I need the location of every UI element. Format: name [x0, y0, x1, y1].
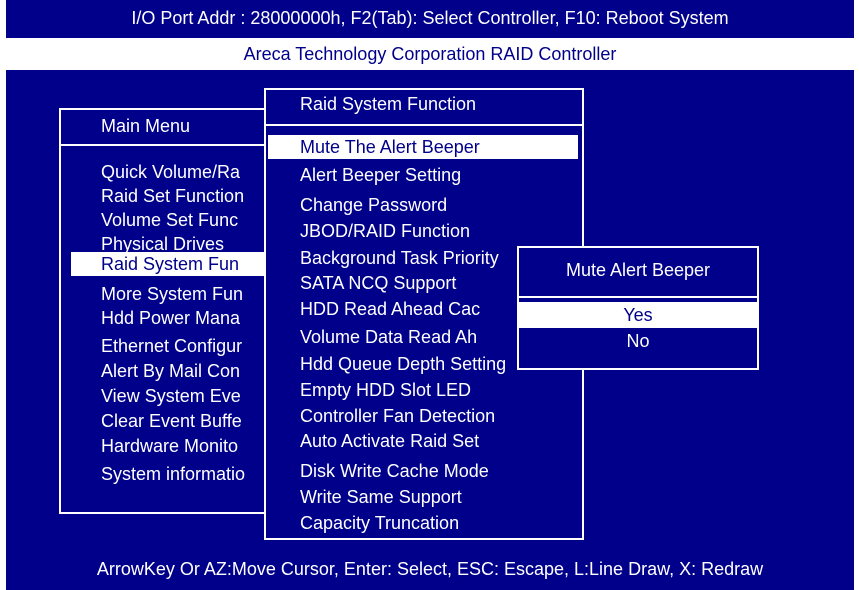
main-menu-item-view-events[interactable]: View System Eve — [101, 386, 241, 406]
main-menu-item-raid-set[interactable]: Raid Set Function — [101, 186, 245, 206]
raid-item-auto-activate-raid-set[interactable]: Auto Activate Raid Set — [300, 431, 480, 451]
main-menu-panel: Main Menu Quick Volume/Ra Raid Set Funct… — [59, 108, 277, 514]
main-menu-item-raid-system[interactable]: Raid System Fun — [71, 252, 275, 276]
raid-item-mute-alert-beeper[interactable]: Mute The Alert Beeper — [268, 135, 578, 159]
controller-title-bar: Areca Technology Corporation RAID Contro… — [6, 38, 854, 70]
raid-item-hdd-read-ahead-cache[interactable]: HDD Read Ahead Cac — [300, 299, 481, 319]
raid-item-write-same-support[interactable]: Write Same Support — [300, 487, 462, 507]
mute-alert-beeper-title: Mute Alert Beeper — [565, 260, 711, 280]
raid-item-background-task-priority[interactable]: Background Task Priority — [300, 248, 499, 268]
main-menu-title: Main Menu — [101, 116, 191, 136]
raid-item-sata-ncq-support[interactable]: SATA NCQ Support — [300, 273, 457, 293]
top-status-bar: I/O Port Addr : 28000000h, F2(Tab): Sele… — [6, 0, 854, 36]
main-menu-item-alert-mail[interactable]: Alert By Mail Con — [101, 361, 241, 381]
raid-system-function-divider — [266, 124, 582, 126]
raid-item-jbod-raid-function[interactable]: JBOD/RAID Function — [300, 221, 471, 241]
help-bar: ArrowKey Or AZ:Move Cursor, Enter: Selec… — [6, 548, 854, 590]
main-menu-item-hardware-monitor[interactable]: Hardware Monito — [101, 436, 239, 456]
main-menu-item-quick-volume[interactable]: Quick Volume/Ra — [101, 162, 241, 182]
raid-item-volume-data-read-ahead[interactable]: Volume Data Read Ah — [300, 327, 478, 347]
option-yes[interactable]: Yes — [519, 302, 757, 328]
bios-screen: I/O Port Addr : 28000000h, F2(Tab): Sele… — [6, 0, 854, 590]
raid-item-change-password[interactable]: Change Password — [300, 195, 448, 215]
main-menu-item-more-system[interactable]: More System Fun — [101, 284, 244, 304]
raid-item-controller-fan-detection[interactable]: Controller Fan Detection — [300, 406, 496, 426]
main-menu-item-clear-events[interactable]: Clear Event Buffe — [101, 411, 242, 431]
raid-item-empty-hdd-slot-led[interactable]: Empty HDD Slot LED — [300, 380, 472, 400]
raid-item-capacity-truncation[interactable]: Capacity Truncation — [300, 513, 460, 533]
raid-item-alert-beeper-setting[interactable]: Alert Beeper Setting — [300, 165, 462, 185]
mute-alert-beeper-divider — [519, 296, 757, 298]
main-menu-divider — [61, 144, 275, 146]
main-menu-item-system-info[interactable]: System informatio — [101, 464, 246, 484]
main-menu-item-volume-set[interactable]: Volume Set Func — [101, 210, 239, 230]
mute-alert-beeper-dialog: Mute Alert Beeper Yes No — [517, 246, 759, 370]
main-menu-item-physical-drives[interactable]: Physical Drives — [101, 234, 225, 254]
option-no[interactable]: No — [626, 331, 650, 351]
raid-item-disk-write-cache-mode[interactable]: Disk Write Cache Mode — [300, 461, 489, 481]
raid-system-function-title: Raid System Function — [300, 94, 477, 114]
main-menu-item-ethernet[interactable]: Ethernet Configur — [101, 336, 243, 356]
main-menu-item-hdd-power[interactable]: Hdd Power Mana — [101, 308, 241, 328]
raid-item-hdd-queue-depth[interactable]: Hdd Queue Depth Setting — [300, 354, 507, 374]
